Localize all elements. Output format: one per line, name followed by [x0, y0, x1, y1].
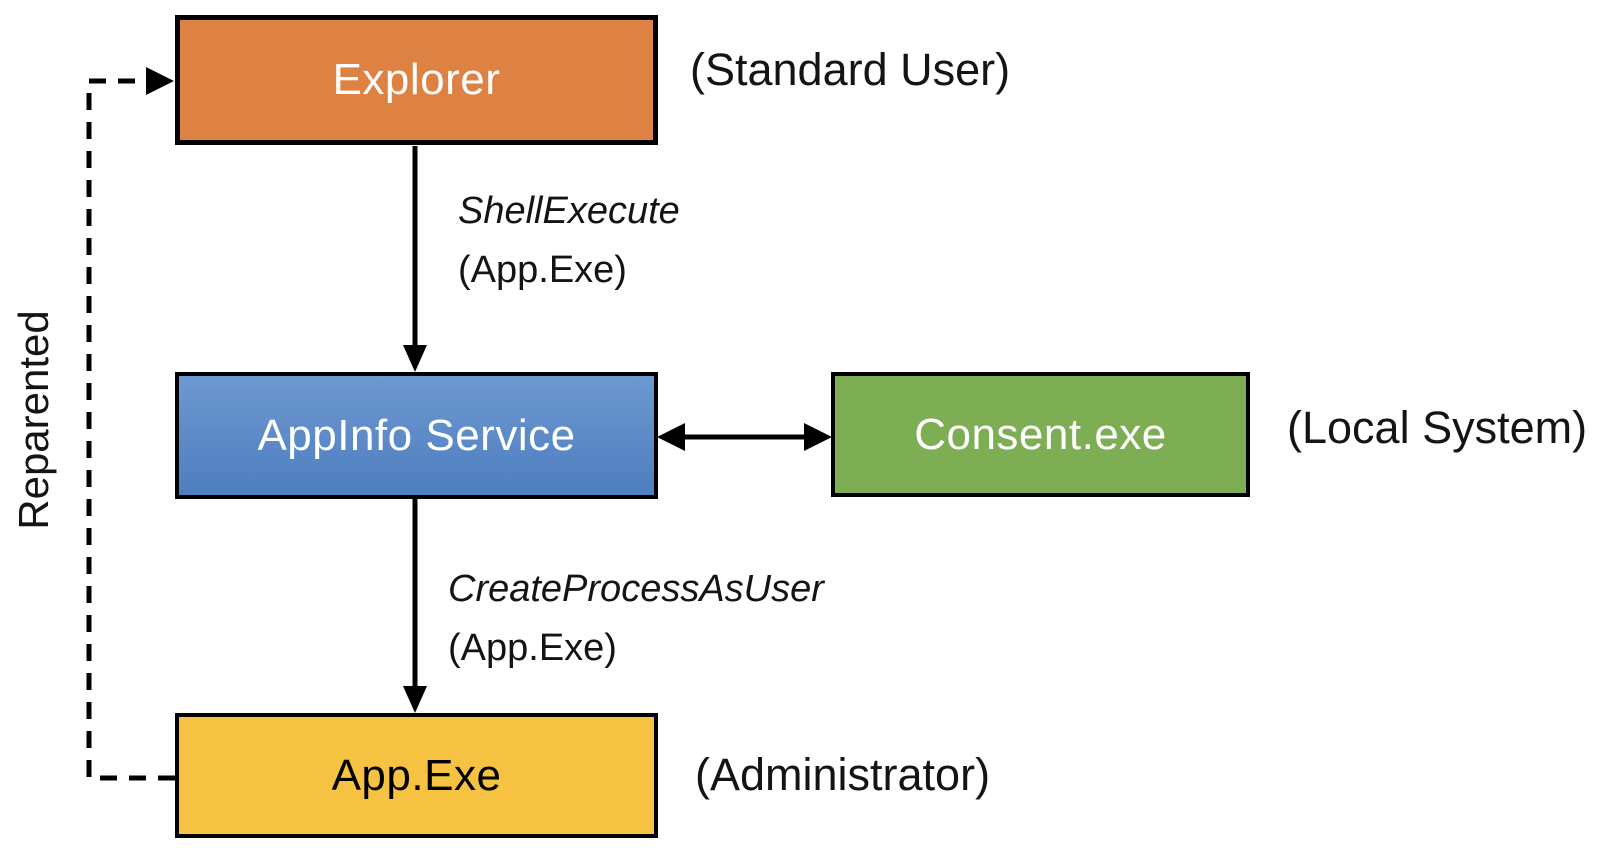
reparented-dashed-line: [86, 78, 175, 781]
shellexecute-arrowhead: [403, 345, 427, 372]
consent-exe-node: Consent.exe: [831, 372, 1250, 497]
shellexecute-arrow: [403, 146, 427, 372]
consent-arrowhead-right: [804, 423, 832, 451]
createprocess-arrowhead: [403, 686, 427, 713]
reparented-arrowhead: [146, 67, 174, 95]
consent-arrowhead-left: [657, 423, 685, 451]
appinfo-service-node: AppInfo Service: [175, 372, 658, 499]
createprocess-arrow: [403, 499, 427, 713]
shellexecute-call-text: ShellExecute: [458, 190, 680, 232]
reparented-dashed-arrow: [86, 67, 175, 781]
app-exe-node: App.Exe: [175, 713, 658, 838]
consent-exe-label: Consent.exe: [914, 409, 1167, 459]
createprocess-call-text: CreateProcessAsUser: [448, 568, 824, 610]
local-system-annotation: (Local System): [1287, 402, 1588, 453]
standard-user-annotation: (Standard User): [690, 44, 1011, 95]
consent-double-arrow: [657, 423, 832, 451]
shellexecute-edge-label: ShellExecute (App.Exe): [458, 182, 680, 300]
administrator-annotation: (Administrator): [695, 749, 991, 800]
explorer-label: Explorer: [332, 55, 501, 104]
appinfo-service-label: AppInfo Service: [257, 410, 576, 460]
createprocess-arg-text: (App.Exe): [448, 627, 617, 669]
reparented-label: Reparented: [10, 310, 57, 530]
shellexecute-arg-text: (App.Exe): [458, 249, 627, 291]
explorer-node: Explorer: [175, 15, 658, 145]
createprocess-edge-label: CreateProcessAsUser (App.Exe): [448, 560, 824, 678]
app-exe-label: App.Exe: [331, 750, 502, 800]
